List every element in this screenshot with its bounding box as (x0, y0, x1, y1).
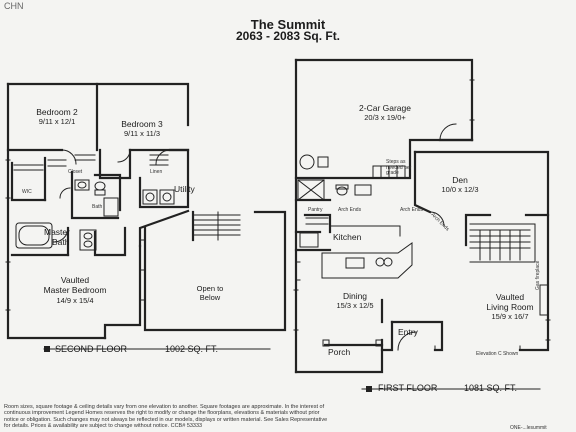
corner-mark: CHN (4, 1, 24, 11)
kitchen-name: Kitchen (333, 232, 362, 242)
master-bedroom-name: Master Bedroom (43, 285, 107, 295)
den-name: Den (452, 175, 468, 185)
dining-name: Dining (342, 291, 368, 301)
first-floor-label: FIRST FLOOR (378, 383, 438, 393)
disclaimer-text: Room sizes, square footage & ceiling det… (4, 404, 328, 429)
second-floor-area: 1002 SQ. FT. (165, 344, 219, 354)
master-bedroom-dims: 14/9 x 15/4 (56, 296, 94, 305)
porch-name: Porch (328, 347, 351, 357)
second-floor-label: SECOND FLOOR (55, 344, 128, 354)
den-dims: 10/0 x 12/3 (441, 185, 479, 194)
master-bath-name: Master (44, 227, 70, 237)
living-dims: 15/9 x 16/7 (491, 312, 529, 321)
master-bath-name-line2: Bath (52, 237, 70, 247)
arch-ends-label-1: Arch Ends (338, 207, 362, 213)
bedroom2-dims: 9/11 x 12/1 (38, 117, 76, 126)
fireplace-label: Gas fireplace (535, 260, 541, 290)
open-to-below-line1: Open to (196, 284, 224, 293)
dining-dims: 15/3 x 12/5 (336, 301, 374, 310)
garage-name: 2-Car Garage (359, 103, 411, 113)
entry-name: Entry (398, 327, 418, 337)
plan-subtitle: 2063 - 2083 Sq. Ft. (235, 29, 341, 43)
open-to-below-line2: Below (199, 293, 221, 302)
living-vaulted: Vaulted (495, 292, 525, 302)
bath-label: Bath (92, 204, 103, 210)
master-bedroom-vaulted: Vaulted (60, 275, 90, 285)
utility-name: Utility (174, 184, 195, 194)
plan-title: The Summit (250, 17, 326, 32)
living-name: Living Room (486, 302, 534, 312)
arch-ends-label-2: Arch Ends (400, 207, 424, 213)
closet-label: Closet (68, 169, 83, 175)
elevation-label: Elevation C Shown (476, 351, 519, 357)
second-floor-walls (6, 82, 287, 340)
first-floor-area: 1081 SQ. FT. (464, 383, 518, 393)
bedroom3-name: Bedroom 3 (121, 119, 163, 129)
linen-label: Linen (150, 169, 163, 175)
first-floor-walls (294, 58, 550, 374)
bedroom3-dims: 9/11 x 11/3 (124, 129, 160, 138)
pantry-label: Pantry (308, 207, 323, 213)
wic-label: WIC (22, 189, 32, 195)
bedroom2-name: Bedroom 2 (36, 107, 78, 117)
steps-label: Steps as needed per grade (386, 159, 412, 176)
garage-dims: 20/3 x 19/0+ (364, 113, 406, 122)
footer-code: ONE-...lesummit (510, 425, 547, 431)
